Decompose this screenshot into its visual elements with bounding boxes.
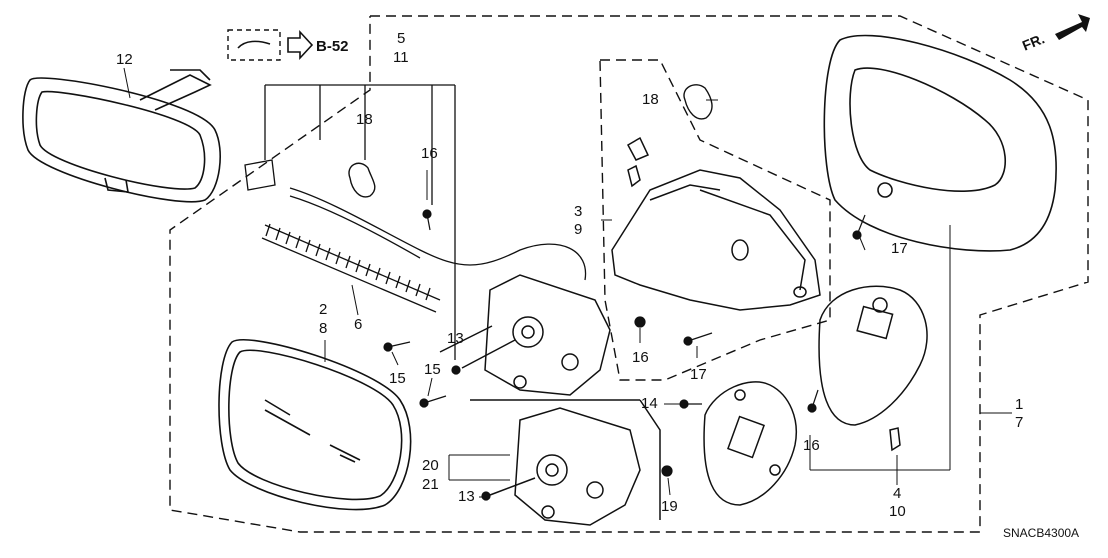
corrugated-tube [261,223,441,313]
bolt-13-a [451,365,461,375]
callout-16-housing: 16 [632,349,649,366]
callout-7: 7 [1015,414,1024,431]
callout-15-lower: 15 [424,361,441,378]
callout-21: 21 [422,476,439,493]
mirror-turn-base [703,381,797,506]
callout-3: 3 [574,203,583,220]
callout-8: 8 [319,320,328,337]
ref-arrow-box [227,29,281,61]
callout-18-harness: 18 [356,111,373,128]
nut-19 [661,465,673,477]
ref-arrow-icon [237,29,314,61]
assembly-boundary [169,15,1089,533]
bolt-13-b [481,491,491,501]
callout-10: 10 [889,503,906,520]
wire-harness [244,84,587,360]
callout-20: 20 [422,457,439,474]
actuator-lower [470,399,661,526]
callout-1: 1 [1015,396,1024,413]
actuator-upper [439,274,611,396]
fasteners [383,209,866,501]
callout-15-upper: 15 [389,370,406,387]
ref-page-label: B-52 [316,38,349,55]
bolt-16-b [634,316,646,328]
callout-2: 2 [319,301,328,318]
callout-13-upper: 13 [447,330,464,347]
inner-boundary [599,59,831,381]
callout-18-housing: 18 [642,91,659,108]
callout-12: 12 [116,51,133,68]
callout-19: 19 [661,498,678,515]
callout-17-cap: 17 [891,240,908,257]
callout-13-lower: 13 [458,488,475,505]
callout-5: 5 [397,30,406,47]
mirror-cap [823,34,1057,252]
clip-18 [348,84,713,198]
callout-17-housing: 17 [690,366,707,383]
front-arrow-icon [1055,14,1090,40]
mirror-pivot-base [818,285,928,452]
callout-6: 6 [354,316,363,333]
callout-9: 9 [574,221,583,238]
leader-lines [123,67,1012,498]
rear-view-mirror [22,69,221,203]
mirror-glass [218,339,412,511]
callout-16-harness: 16 [421,145,438,162]
mirror-housing-base [611,136,821,311]
diagram-code: SNACB4300A [1003,526,1080,540]
callout-11: 11 [393,49,409,66]
callout-4: 4 [893,485,902,502]
callout-14: 14 [641,395,658,412]
callout-16-base: 16 [803,437,820,454]
